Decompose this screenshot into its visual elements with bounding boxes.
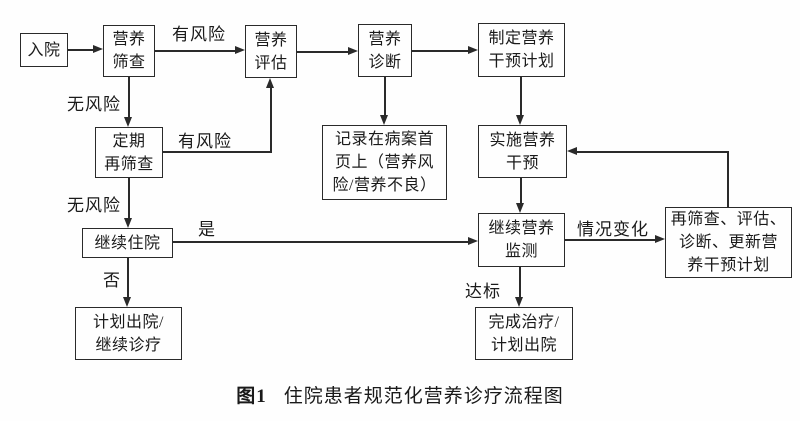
edge-label-no-risk-bottom: 无风险: [67, 196, 121, 215]
arrow-plan-to-implement-head: [516, 115, 524, 125]
edge-label-at-risk-mid: 有风险: [178, 132, 232, 151]
arrow-continue-to-monitoring-head: [468, 237, 478, 245]
arrow-admission-to-screening-line: [68, 49, 93, 51]
arrow-continue-to-discharge-head: [123, 297, 131, 307]
node-plan-discharge-continue-treatment: 计划出院/ 继续诊疗: [75, 307, 182, 360]
node-record-on-medical-record: 记录在病案首 页上（营养风 险/营养不良）: [322, 125, 447, 200]
edge-label-condition-change: 情况变化: [577, 220, 649, 239]
edge-label-no-risk-top: 无风险: [67, 95, 121, 114]
arrow-rescreen-to-assessment-hline: [163, 151, 272, 153]
node-nutrition-assessment: 营养 评估: [245, 25, 297, 78]
arrow-assessment-to-diagnosis-line: [297, 51, 348, 53]
arrow-screening-to-assessment-head: [235, 46, 245, 54]
arrow-continue-to-discharge-line: [127, 258, 129, 297]
node-implement-intervention: 实施营养 干预: [478, 125, 567, 178]
arrow-rescreen-to-continue-line: [128, 178, 130, 218]
arrow-monitoring-to-complete-line: [519, 267, 521, 297]
arrow-update-to-implement-head: [567, 147, 577, 155]
arrow-screening-to-assessment-line: [155, 50, 235, 52]
arrow-monitoring-to-update-line: [565, 239, 655, 241]
node-nutrition-diagnosis: 营养 诊断: [358, 24, 412, 77]
edge-label-at-risk-top: 有风险: [172, 25, 226, 44]
arrow-rescreen-to-continue-head: [124, 218, 132, 228]
arrow-assessment-to-diagnosis-head: [348, 47, 358, 55]
edge-label-no: 否: [103, 271, 121, 290]
arrow-monitoring-to-update-head: [655, 235, 665, 243]
arrow-diagnosis-to-record-line: [384, 77, 386, 115]
node-make-intervention-plan: 制定营养 干预计划: [478, 23, 565, 77]
node-continue-hospitalization: 继续住院: [82, 228, 173, 258]
arrow-monitoring-to-complete-head: [515, 297, 523, 307]
arrow-diagnosis-to-plan-line: [412, 50, 468, 52]
figure-number: 图1: [236, 386, 267, 407]
arrow-update-to-implement-vline: [727, 151, 729, 207]
arrow-diagnosis-to-record-head: [380, 115, 388, 125]
arrow-screening-to-rescreen-line: [128, 77, 130, 117]
figure-title: 住院患者规范化营养诊疗流程图: [283, 386, 564, 407]
node-periodic-rescreening: 定期 再筛查: [95, 127, 163, 178]
node-rescreen-reassess-update-plan: 再筛查、评估、 诊断、更新营 养干预计划: [665, 207, 792, 278]
arrow-update-to-implement-hline: [577, 151, 729, 153]
edge-label-goal-met: 达标: [465, 282, 501, 301]
arrow-continue-to-monitoring-line: [173, 241, 468, 243]
figure-caption: 图1 住院患者规范化营养诊疗流程图: [0, 381, 800, 408]
node-continue-nutrition-monitoring: 继续营养 监测: [478, 213, 565, 267]
edge-label-yes: 是: [198, 220, 216, 239]
node-nutrition-screening: 营养 筛查: [103, 25, 155, 77]
arrow-screening-to-rescreen-head: [124, 117, 132, 127]
arrow-plan-to-implement-line: [520, 77, 522, 115]
arrow-rescreen-to-assessment-head: [266, 78, 274, 88]
node-complete-treatment-plan-discharge: 完成治疗/ 计划出院: [475, 307, 573, 360]
arrow-implement-to-monitoring-head: [516, 203, 524, 213]
arrow-implement-to-monitoring-line: [520, 178, 522, 203]
arrow-diagnosis-to-plan-head: [468, 46, 478, 54]
arrow-admission-to-screening-head: [93, 45, 103, 53]
arrow-rescreen-to-assessment-vline: [270, 87, 272, 153]
node-admission: 入院: [20, 33, 68, 67]
